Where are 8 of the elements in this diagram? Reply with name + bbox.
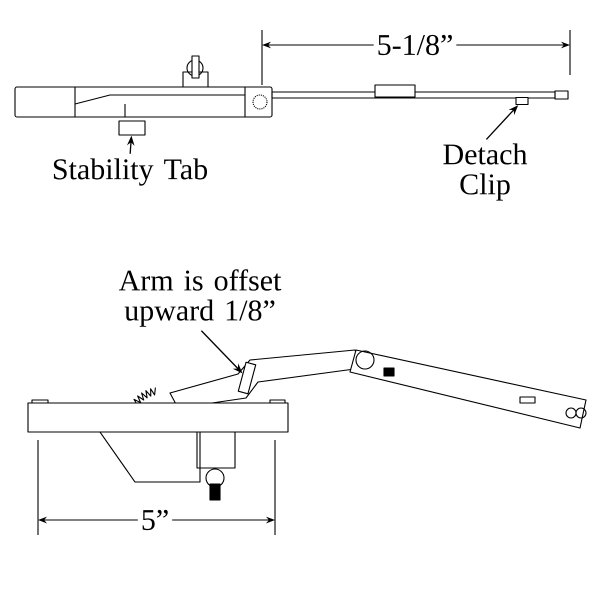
part-detail <box>238 362 256 394</box>
part-detail <box>118 120 146 136</box>
callout-text: Stability Tab <box>54 158 208 186</box>
dimension-label: 5” <box>138 506 172 534</box>
part-detail <box>515 96 529 106</box>
dimension-label: 5-1/8” <box>374 32 456 58</box>
callout-text: Detach Clip <box>443 143 528 201</box>
callout-text: Arm is offset upward 1/8” <box>118 269 282 327</box>
